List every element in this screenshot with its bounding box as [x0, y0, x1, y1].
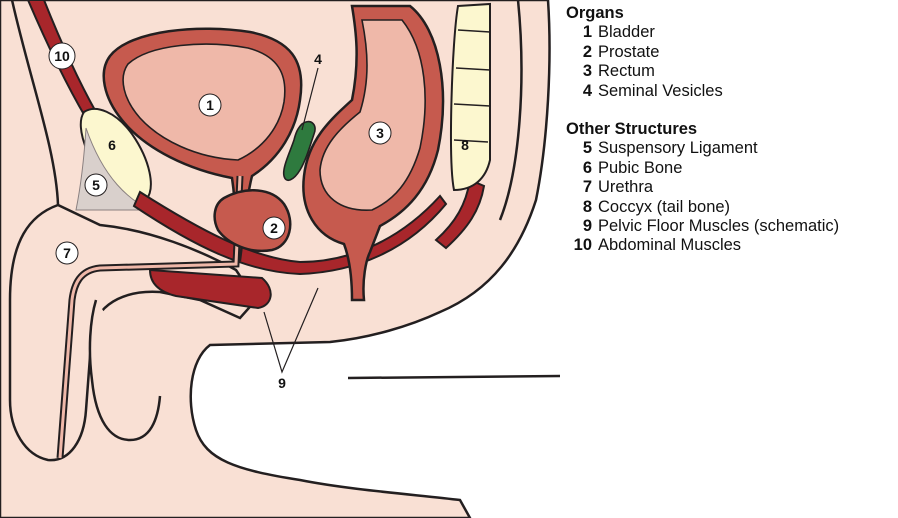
- marker-6: 6: [108, 137, 116, 153]
- organs-heading: Organs: [566, 4, 839, 23]
- svg-text:5: 5: [92, 177, 100, 193]
- svg-text:3: 3: [376, 125, 384, 141]
- svg-text:2: 2: [270, 220, 278, 236]
- marker-8: 8: [461, 137, 469, 153]
- marker-4: 4: [314, 51, 322, 67]
- svg-text:10: 10: [54, 48, 70, 64]
- other-structures-heading: Other Structures: [566, 120, 839, 139]
- marker-10: 10: [49, 43, 75, 69]
- svg-text:7: 7: [63, 245, 71, 261]
- thigh-line: [348, 376, 560, 378]
- marker-7: 7: [56, 242, 78, 264]
- marker-3: 3: [369, 122, 391, 144]
- marker-5: 5: [85, 174, 107, 196]
- marker-2: 2: [263, 217, 285, 239]
- svg-text:1: 1: [206, 97, 214, 113]
- anatomy-diagram: 1 2 3 4 5 6 7 8 9 10: [0, 0, 560, 518]
- marker-1: 1: [199, 94, 221, 116]
- marker-9: 9: [278, 375, 286, 391]
